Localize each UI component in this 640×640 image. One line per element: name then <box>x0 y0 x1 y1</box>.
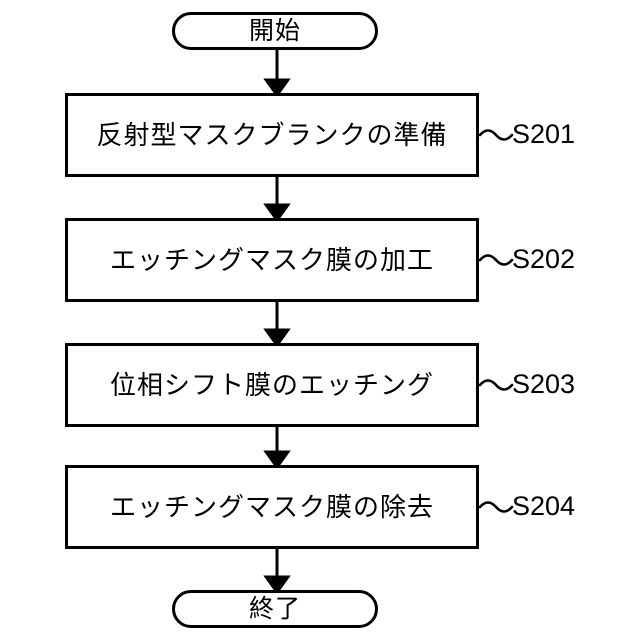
tilde-connector-s202 <box>478 254 514 266</box>
process-box-s202: エッチングマスク膜の加工 <box>65 218 479 302</box>
terminal-start: 開始 <box>172 12 378 50</box>
tilde-connector-s203 <box>478 379 514 391</box>
terminal-start-label: 開始 <box>248 16 301 45</box>
process-box-s203: 位相シフト膜のエッチング <box>65 343 479 427</box>
tilde-connector-s201 <box>478 129 514 141</box>
process-box-s201-label: 反射型マスクブランクの準備 <box>96 120 448 150</box>
step-reference-s201: S201 <box>512 119 576 149</box>
tilde-connector-s204 <box>478 501 514 513</box>
step-reference-s202: S202 <box>512 244 576 274</box>
terminal-end: 終了 <box>172 590 378 628</box>
step-reference-s203: S203 <box>512 369 576 399</box>
process-box-s202-label: エッチングマスク膜の加工 <box>109 245 434 275</box>
terminal-end-label: 終了 <box>248 594 301 623</box>
process-box-s204-label: エッチングマスク膜の除去 <box>109 492 434 522</box>
step-reference-s204: S204 <box>512 491 576 521</box>
process-box-s203-label: 位相シフト膜のエッチング <box>109 370 434 400</box>
process-box-s204: エッチングマスク膜の除去 <box>65 465 479 549</box>
process-box-s201: 反射型マスクブランクの準備 <box>65 93 479 177</box>
